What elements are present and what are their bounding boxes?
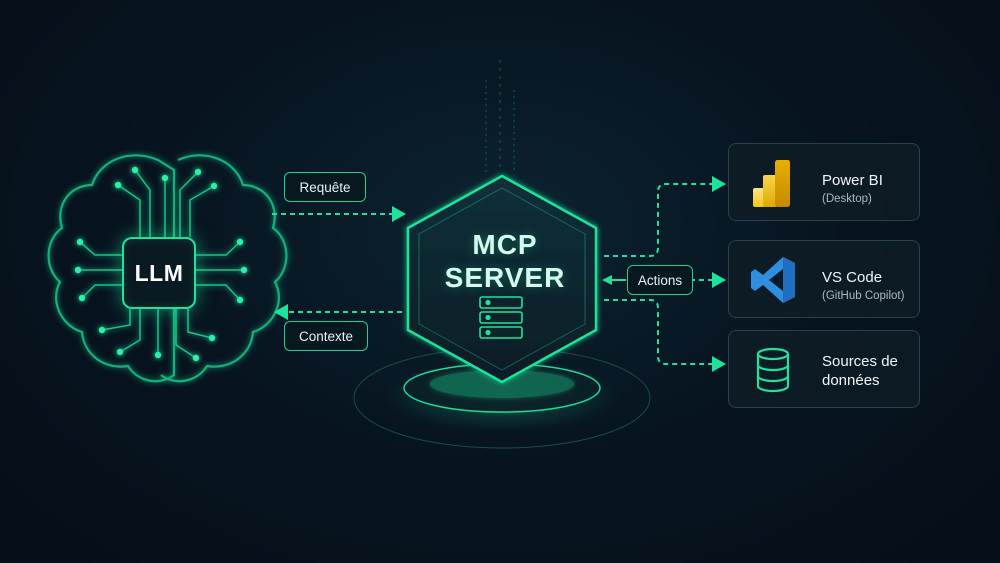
data-sources-title-line2: données bbox=[822, 372, 880, 389]
mcp-title-line2: SERVER bbox=[444, 262, 566, 293]
request-label: Requête bbox=[284, 172, 366, 202]
light-rays bbox=[485, 60, 515, 175]
vscode-subtitle: (GitHub Copilot) bbox=[822, 290, 905, 302]
mcp-server-title: MCP SERVER bbox=[430, 228, 580, 294]
data-sources-title-line1: Sources de bbox=[822, 353, 898, 370]
power-bi-subtitle: (Desktop) bbox=[822, 193, 872, 205]
power-bi-title: Power BI bbox=[822, 172, 883, 189]
vscode-icon bbox=[751, 257, 795, 303]
brain-illustration bbox=[47, 154, 288, 383]
context-label: Contexte bbox=[284, 321, 368, 351]
server-pedestal bbox=[353, 347, 651, 449]
vscode-title: VS Code bbox=[822, 269, 883, 286]
llm-chip: LLM bbox=[122, 237, 196, 309]
target-card-data-sources: Sources de données bbox=[728, 330, 920, 408]
llm-label: LLM bbox=[134, 259, 184, 286]
mcp-title-line1: MCP bbox=[472, 229, 538, 260]
target-card-power-bi: Power BI (Desktop) bbox=[728, 143, 920, 221]
actions-label: Actions bbox=[627, 265, 693, 295]
mcp-server-hexagon bbox=[406, 174, 598, 384]
target-card-vscode: VS Code (GitHub Copilot) bbox=[728, 240, 920, 318]
server-rack-icon bbox=[479, 296, 523, 339]
database-icon bbox=[756, 347, 790, 393]
power-bi-icon bbox=[753, 160, 790, 207]
